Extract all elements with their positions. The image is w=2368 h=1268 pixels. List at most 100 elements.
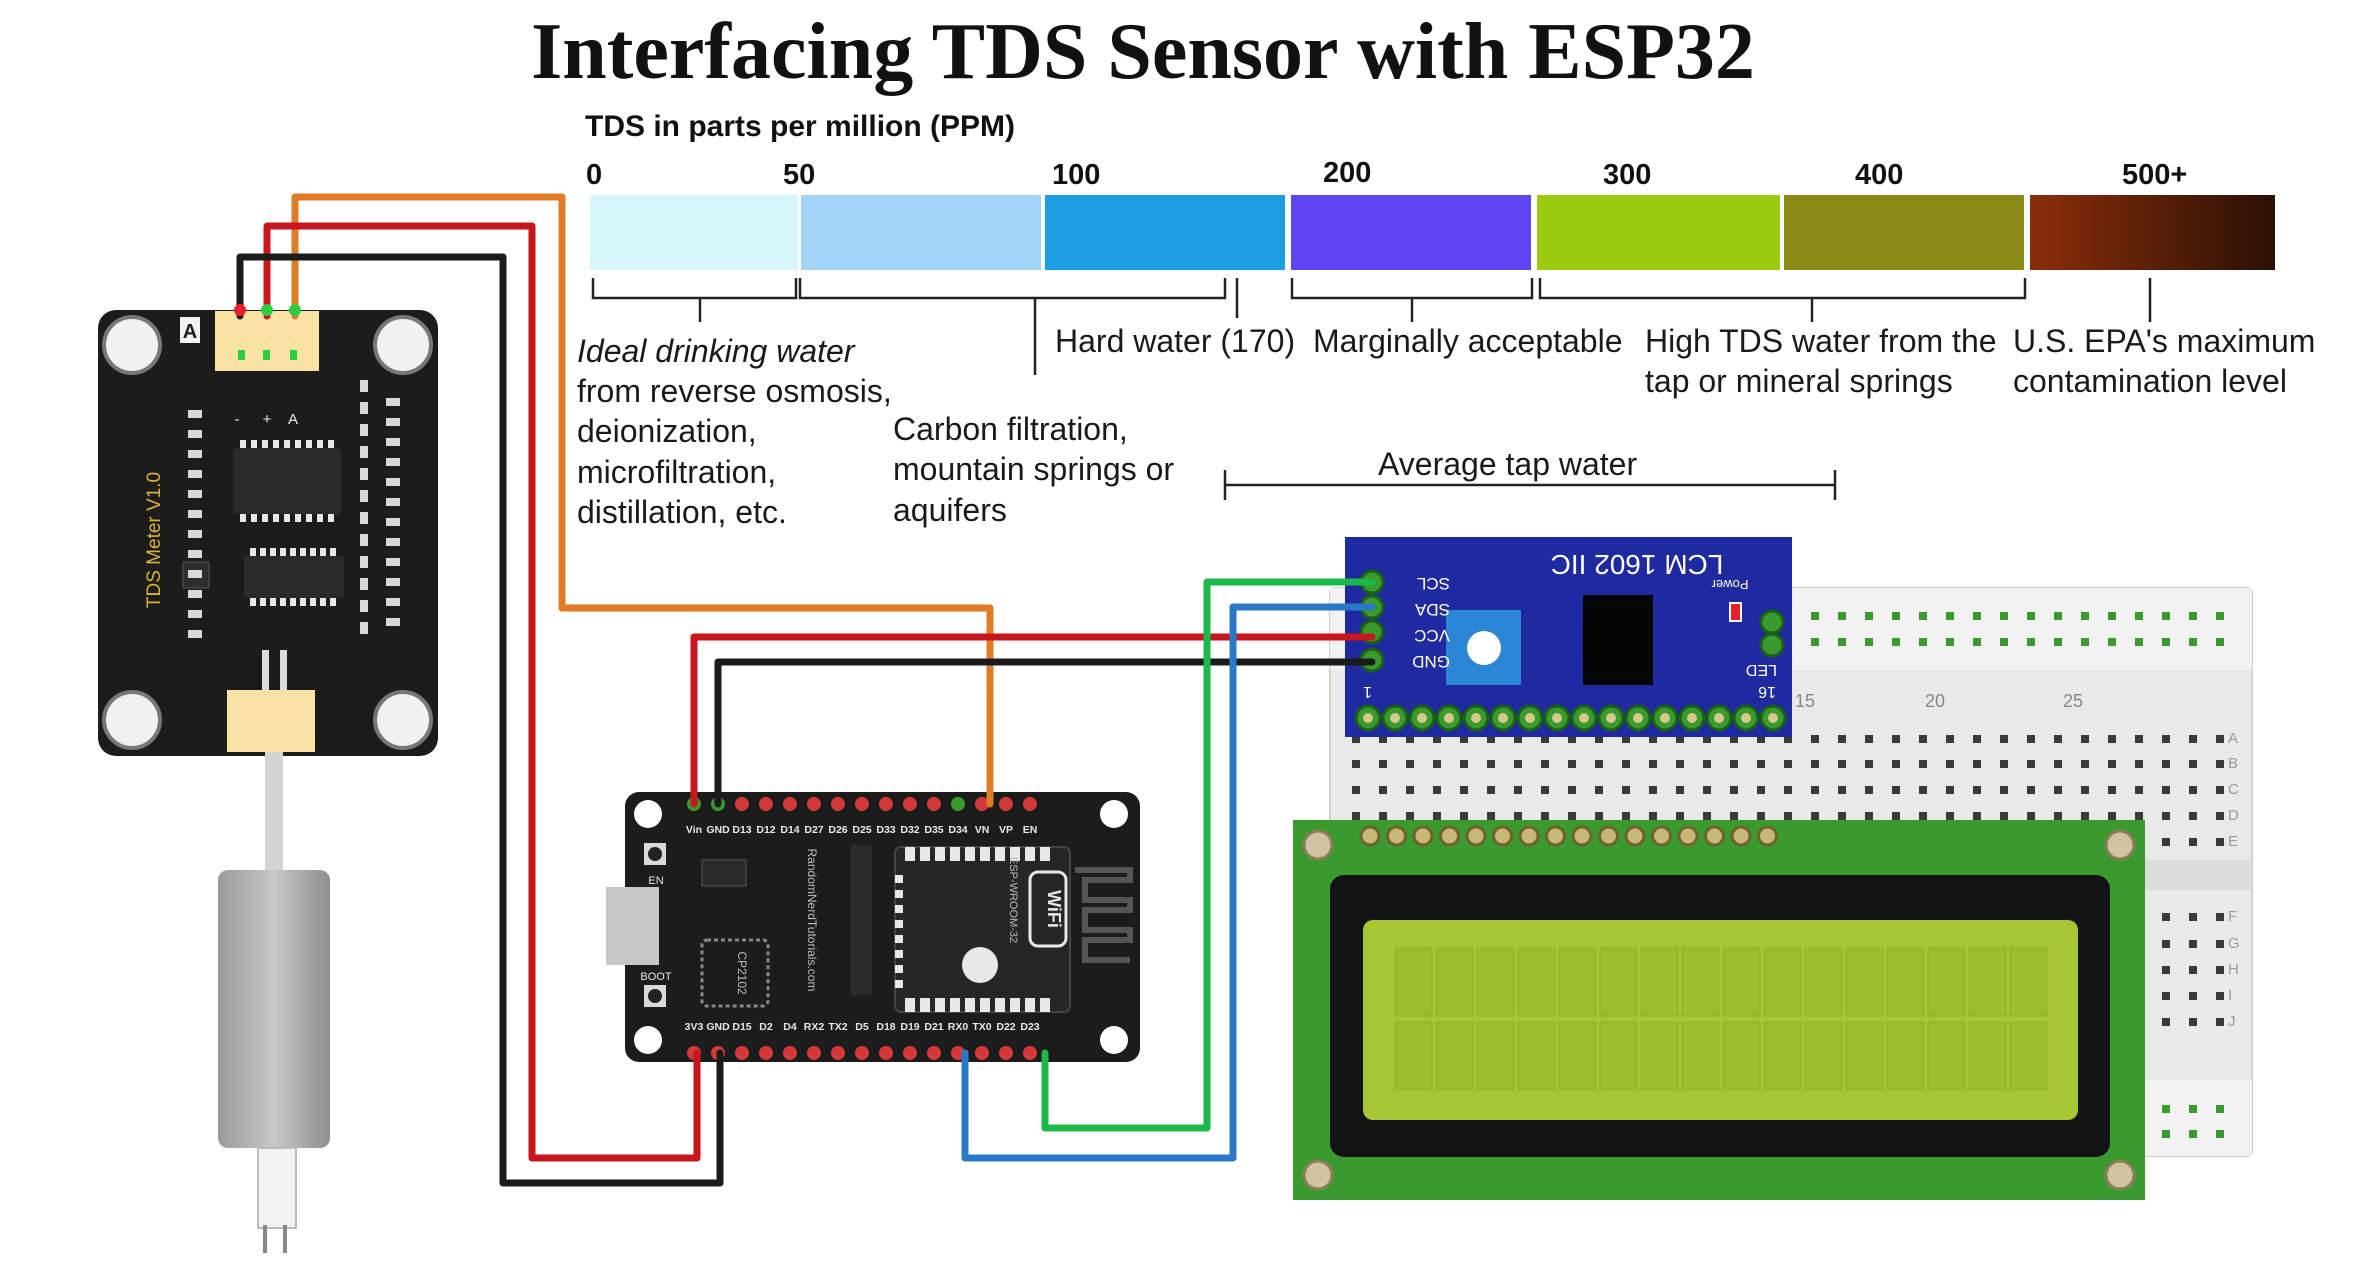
breadboard-hole	[2216, 1018, 2224, 1026]
tds-scale: TDS in parts per million (PPM) 0 50 100 …	[577, 110, 2315, 530]
esp-castellation	[1040, 847, 1050, 861]
breadboard-hole	[1946, 812, 1954, 820]
lcd-cell	[1722, 947, 1761, 1017]
wire-tds-gnd-to-gnd	[236, 253, 724, 1187]
breadboard-hole	[2189, 966, 2197, 974]
tds-ic-pin	[273, 514, 279, 522]
tds-smd	[386, 578, 400, 586]
breadboard-hole	[1811, 812, 1819, 820]
breadboard-hole	[1892, 786, 1900, 794]
tds-module-pcb	[98, 310, 438, 756]
tds-smd	[188, 510, 202, 518]
esp-castellation	[905, 998, 915, 1012]
esp32-bottom-pin-label-d22: D22	[996, 1021, 1015, 1033]
breadboard-hole	[2189, 760, 2197, 768]
lcd-cell	[1968, 1021, 2007, 1091]
breadboard-hole	[2189, 940, 2197, 948]
esp32-antenna	[1075, 867, 1133, 963]
breadboard-hole	[2081, 786, 2089, 794]
tds-smd	[360, 380, 368, 392]
adapter-header-pin-core	[1660, 713, 1670, 723]
breadboard-hole	[1703, 760, 1711, 768]
esp32-top-pin-d12	[759, 797, 773, 811]
tick-label-50: 50	[783, 159, 815, 191]
esp32-top-pin-label-vin: Vin	[686, 824, 702, 836]
tds-smd	[188, 610, 202, 618]
tds-smd	[188, 570, 202, 578]
breadboard-hole	[1352, 735, 1360, 743]
breadboard-hole	[2135, 812, 2143, 820]
tds-smd	[360, 490, 368, 502]
breadboard-hole	[1433, 812, 1441, 820]
breadboard-hole	[2135, 735, 2143, 743]
breadboard-hole	[1838, 786, 1846, 794]
i2c-chip	[1583, 595, 1653, 685]
breadboard-hole	[2027, 735, 2035, 743]
boot-button-cap[interactable]	[648, 989, 662, 1003]
scale-segment-400-500	[1784, 195, 2024, 270]
tds-smd	[386, 418, 400, 426]
en-button-label: EN	[648, 875, 663, 887]
breadboard-hole	[1811, 760, 1819, 768]
lcd-cell	[1845, 1021, 1884, 1091]
lcd-cell	[1886, 947, 1925, 1017]
breadboard-hole	[2216, 735, 2224, 743]
adapter-header-pin-core	[1363, 713, 1373, 723]
breadboard-hole	[1838, 612, 1846, 620]
tds-smd	[360, 424, 368, 436]
esp32-top-pin-label-vp: VP	[999, 824, 1013, 836]
esp32-top-pin-label-d32: D32	[900, 824, 919, 836]
lcd-cell	[1845, 947, 1884, 1017]
esp32-top-pin-label-d26: D26	[828, 824, 847, 836]
breadboard-hole	[2162, 940, 2170, 948]
esp32-bottom-pin-d21	[927, 1046, 941, 1060]
adapter-header-pin-core	[1525, 713, 1535, 723]
tds-smd	[360, 446, 368, 458]
bracket-average-tap	[1223, 470, 1837, 500]
tds-ic-pin	[260, 598, 266, 606]
tds-smd	[386, 498, 400, 506]
usb-connector[interactable]	[606, 887, 659, 965]
esp-module-castellations	[895, 847, 1050, 1012]
esp-castellation	[905, 847, 915, 861]
breadboard-hole	[1703, 786, 1711, 794]
led-label: LED	[1746, 661, 1777, 678]
tds-pin-label-a: A	[288, 411, 298, 428]
esp32-top-pin-label-gnd: GND	[706, 824, 730, 836]
breadboard-hole	[1352, 786, 1360, 794]
breadboard-col-25: 25	[2063, 691, 2083, 711]
breadboard-hole	[2216, 966, 2224, 974]
breadboard-hole	[1676, 812, 1684, 820]
breadboard-hole	[1649, 812, 1657, 820]
tds-sensor-module: A - + A TDS Meter V1.0	[98, 310, 438, 756]
breadboard-hole	[2216, 992, 2224, 1000]
breadboard-hole	[2054, 760, 2062, 768]
esp32-bottom-pin-label-d19: D19	[900, 1021, 919, 1033]
breadboard-hole	[2081, 612, 2089, 620]
tds-smd	[360, 622, 368, 634]
led-jumper-pin	[1759, 632, 1785, 658]
esp32-bottom-pin-rx2	[807, 1046, 821, 1060]
tds-ic-pin	[240, 440, 246, 448]
breadboard-hole	[1865, 786, 1873, 794]
ideal-line5: distillation, etc.	[577, 494, 787, 530]
probe-body	[218, 870, 330, 1148]
potentiometer-knob[interactable]	[1467, 631, 1501, 665]
breadboard-hole	[1487, 812, 1495, 820]
tds-mount-hole-tr	[373, 315, 433, 375]
tds-smd-components	[188, 380, 400, 638]
i2c-adapter-pcb	[1345, 537, 1792, 737]
breadboard-hole	[1379, 735, 1387, 743]
tds-ic-pin	[250, 548, 256, 556]
i2c-header-16pin	[1354, 704, 1787, 732]
esp32-top-pin-d35	[927, 797, 941, 811]
lcd-header-pin	[1359, 825, 1381, 847]
tds-smd	[386, 598, 400, 606]
breadboard-hole	[1649, 735, 1657, 743]
en-button-cap[interactable]	[648, 847, 662, 861]
breadboard-hole	[1676, 786, 1684, 794]
esp32-bottom-pin-label-d4: D4	[783, 1021, 797, 1033]
esp32-bottom-pin-label-gnd: GND	[706, 1021, 730, 1033]
breadboard-col-20: 20	[1925, 691, 1945, 711]
tick-label-300: 300	[1603, 159, 1651, 191]
